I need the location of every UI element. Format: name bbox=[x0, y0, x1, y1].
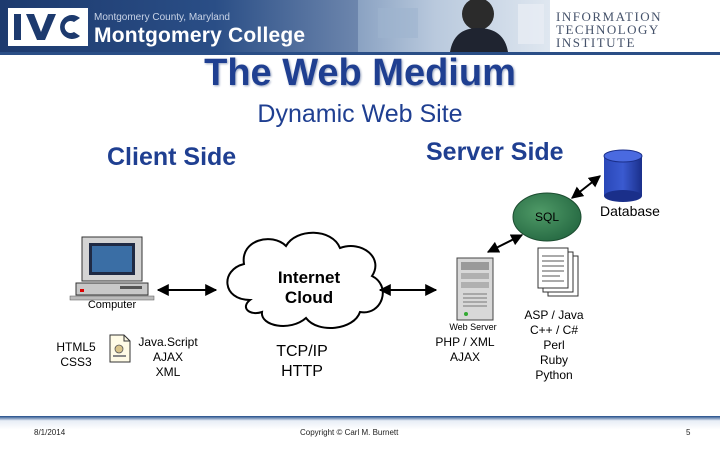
source-files-icon bbox=[537, 247, 579, 297]
client-script-item: AJAX bbox=[152, 350, 183, 364]
institute-line: INFORMATION bbox=[556, 9, 663, 24]
computer-label: Computer bbox=[87, 299, 137, 311]
slide-subtitle: Dynamic Web Site bbox=[257, 100, 463, 128]
client-tech-item: CSS3 bbox=[60, 355, 92, 369]
client-techs: HTML5 CSS3 bbox=[50, 340, 102, 370]
sql-database-arrow bbox=[571, 175, 601, 199]
client-script-item: XML bbox=[155, 365, 181, 379]
sql-node bbox=[512, 192, 582, 242]
slide-title: The Web Medium bbox=[0, 52, 720, 95]
cloud-label-line: Internet bbox=[277, 268, 341, 287]
protocol-item: TCP/IP bbox=[276, 343, 328, 360]
county-name: Montgomery County, Maryland bbox=[94, 12, 230, 23]
server-side-heading: Server Side bbox=[426, 138, 564, 166]
database-icon bbox=[603, 149, 643, 202]
database-label: Database bbox=[600, 203, 660, 219]
protocols: TCP/IP HTTP bbox=[262, 342, 342, 382]
college-name: Montgomery College bbox=[94, 24, 306, 47]
footer-date: 8/1/2014 bbox=[34, 428, 66, 437]
footer-copyright: Copyright © Carl M. Burnett bbox=[300, 428, 399, 437]
sql-label: SQL bbox=[534, 210, 559, 224]
language-item: Python bbox=[535, 368, 573, 382]
banner-divider bbox=[0, 52, 720, 55]
slide-title-text: The Web Medium bbox=[204, 52, 516, 94]
cloud-label: Internet Cloud bbox=[254, 268, 364, 308]
client-side-heading: Client Side bbox=[107, 143, 237, 171]
institute-name: INFORMATION TECHNOLOGY INSTITUTE bbox=[556, 10, 716, 49]
server-tech-item: AJAX bbox=[449, 350, 480, 364]
cloud-label-line: Cloud bbox=[284, 288, 334, 307]
language-item: C++ / C# bbox=[529, 323, 579, 337]
web-server-label: Web Server bbox=[449, 322, 497, 332]
computer-icon bbox=[69, 236, 155, 301]
banner-photo bbox=[358, 0, 550, 52]
script-file-icon bbox=[109, 334, 131, 363]
client-script-item: Java.Script bbox=[138, 335, 198, 349]
language-item: Perl bbox=[543, 338, 565, 352]
college-logo-icon bbox=[8, 8, 88, 46]
page-number: 5 bbox=[686, 428, 691, 437]
server-tech-item: PHP / XML bbox=[435, 335, 495, 349]
protocol-item: HTTP bbox=[281, 363, 323, 380]
person-silhouette-icon bbox=[378, 0, 544, 52]
server-languages: ASP / Java C++ / C# Perl Ruby Python bbox=[516, 308, 592, 383]
web-server-icon bbox=[456, 257, 494, 321]
institute-line: TECHNOLOGY bbox=[556, 22, 660, 37]
client-scripts: Java.Script AJAX XML bbox=[132, 335, 204, 380]
client-tech-item: HTML5 bbox=[56, 340, 96, 354]
language-item: ASP / Java bbox=[524, 308, 584, 322]
internet-cloud-icon bbox=[226, 231, 384, 330]
institute-line: INSTITUTE bbox=[556, 35, 636, 50]
server-techs: PHP / XML AJAX bbox=[428, 335, 502, 365]
server-sql-arrow bbox=[486, 234, 524, 253]
language-item: Ruby bbox=[539, 353, 568, 367]
footer-bar bbox=[0, 416, 720, 450]
